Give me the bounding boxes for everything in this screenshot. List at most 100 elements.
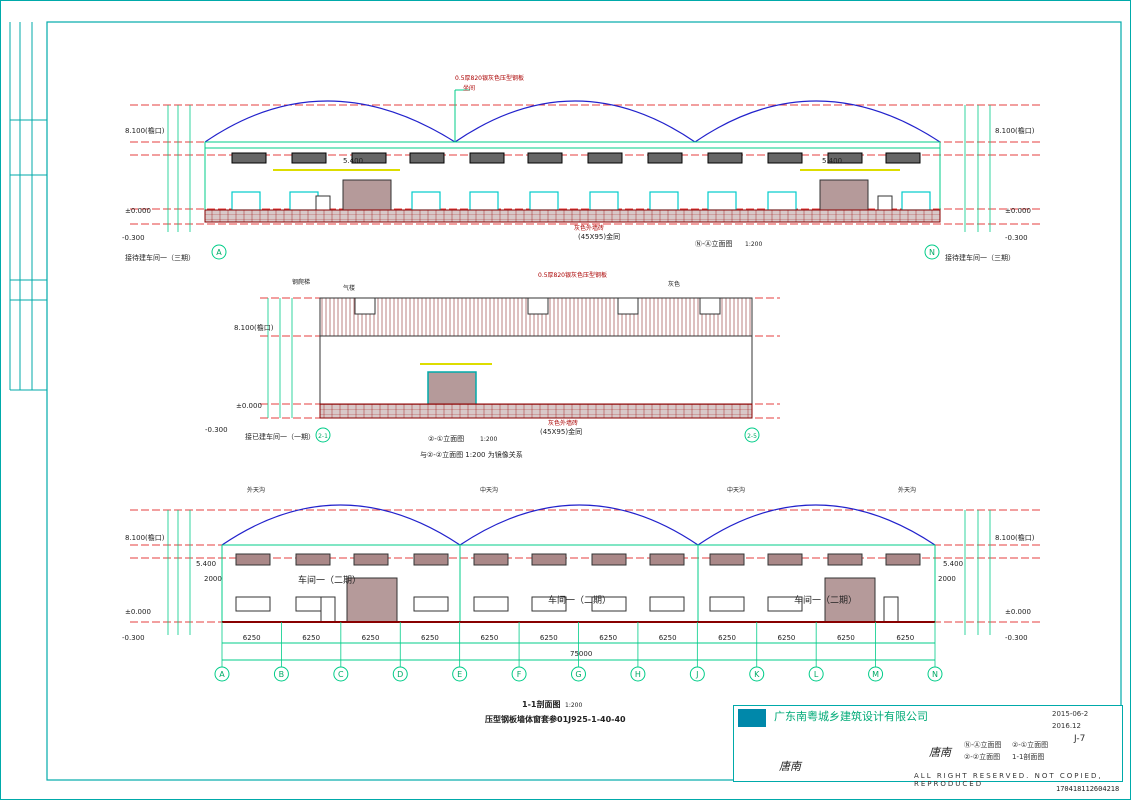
zero-level-mid: ±0.000	[236, 402, 262, 410]
clerestory-window	[231, 152, 267, 164]
section-scale: 1:200	[565, 702, 582, 709]
axis-bubble	[927, 666, 943, 682]
axis-label: B	[279, 670, 285, 679]
top-lower-windows	[231, 191, 931, 211]
axis-bubble	[630, 666, 646, 682]
zero-level-right-top: ±0.000	[1005, 207, 1031, 215]
clerestory-window	[827, 152, 863, 164]
axis-label: K	[754, 670, 760, 679]
left-note-mid: 接已建车间一（一期）	[245, 432, 315, 441]
wall-note-mid: 灰色外墙砖	[548, 419, 578, 427]
wall-note-top-2: (45X95)金同	[578, 232, 620, 241]
span-dimension: 6250	[778, 634, 796, 642]
clerestory-window	[409, 152, 445, 164]
clerestory-window	[707, 152, 743, 164]
span-dimension: 6250	[896, 634, 914, 642]
section-lower-window	[473, 596, 509, 612]
elevation-top: A N 0.5厚820银灰色压型钢板 坐间 8.100(檐口) 8.100(檐口…	[122, 74, 1040, 262]
company-logo-icon	[738, 709, 766, 727]
eave-level-left-sec: 8.100(檐口)	[125, 533, 165, 542]
axis-label: J	[695, 670, 698, 679]
axis-label: D	[397, 670, 403, 679]
span-dimension: 6250	[480, 634, 498, 642]
section-clerestory-window	[591, 553, 627, 566]
signature-2: 唐南	[779, 760, 801, 773]
content-2: ②-①立面图	[1012, 741, 1049, 749]
elev-mid-mirror-note: 与②-②立面图 1:200 为镜像关系	[420, 450, 523, 459]
axis-bubble	[689, 666, 705, 682]
date-2: 2016.12	[1052, 722, 1081, 730]
binding-strip	[9, 22, 48, 391]
axis-bubble	[749, 666, 765, 682]
elev-mid-title: ②-①立面图	[428, 434, 464, 443]
section-clerestory-window	[709, 553, 745, 566]
axis-label: F	[517, 670, 522, 679]
axis-label: G	[575, 670, 581, 679]
span-dimension: 6250	[302, 634, 320, 642]
clerestory-window	[351, 152, 387, 164]
axis-bubble	[214, 666, 230, 682]
gutter-center-1: 中天沟	[480, 486, 498, 494]
span-dimension: 6250	[718, 634, 736, 642]
lower-window	[707, 191, 737, 211]
roof-vents	[354, 297, 721, 315]
span-dimension: 6250	[837, 634, 855, 642]
section-lower-window	[709, 596, 745, 612]
axis-label: H	[635, 670, 641, 679]
brick-base-top	[204, 209, 941, 223]
date-1: 2015-06-2	[1052, 710, 1089, 718]
axis-bubble-n-top	[924, 244, 940, 260]
span-dimension: 6250	[599, 634, 617, 642]
span-dimension: 6250	[362, 634, 380, 642]
axis-bubble	[571, 666, 586, 682]
span-dimension: 6250	[421, 634, 439, 642]
axis-bubble	[452, 666, 468, 682]
section-clerestory-window	[235, 553, 271, 566]
section-note: 压型钢板墙体窗套参01J925-1-40-40	[485, 714, 626, 724]
clerestory-window	[647, 152, 683, 164]
elev-mid-scale: 1:200	[480, 436, 497, 443]
signature: 唐南	[929, 746, 951, 759]
axis-bubble	[511, 666, 527, 682]
axis-label: A	[219, 670, 225, 679]
mid-note-vent: 气楼	[343, 284, 355, 292]
axis-label: C	[338, 670, 344, 679]
left-note-top: 接待建车间一（三期）	[125, 253, 195, 262]
span-dimension: 6250	[243, 634, 261, 642]
roof-vent	[354, 297, 376, 315]
lower-window	[231, 191, 261, 211]
content-1: Ⓝ-Ⓐ立面图	[964, 741, 1002, 749]
section-side-door	[320, 596, 336, 623]
neg-level-right-sec: -0.300	[1005, 634, 1028, 642]
top-clerestory-windows	[231, 152, 921, 164]
mid-note-ladder: 钢爬梯	[292, 278, 310, 286]
content-4: 1-1剖面图	[1012, 753, 1045, 761]
section-title: 1-1剖面图	[522, 699, 560, 709]
zero-level-left-sec: ±0.000	[125, 608, 151, 616]
section-clerestory-window	[295, 553, 331, 566]
clerestory-window	[885, 152, 921, 164]
zero-level-left-top: ±0.000	[125, 207, 151, 215]
roof-note: 0.5厚820银灰色压型钢板	[455, 74, 524, 82]
wall-note-top: 灰色外墙砖	[574, 224, 604, 232]
roof-vent	[527, 297, 549, 315]
axis-bubble-a-top	[211, 244, 227, 260]
sec-dim-2000-right: 2000	[938, 575, 956, 583]
axis-bubble	[273, 666, 289, 682]
rights-text: ALL RIGHT RESERVED. NOT COPIED, REPRODUC…	[914, 772, 1103, 788]
neg-level-right-top: -0.300	[1005, 234, 1028, 242]
axis-bubble-2-5	[744, 427, 760, 443]
sec-level-5400-right: 5.400	[943, 560, 963, 568]
lower-window	[901, 191, 931, 211]
span-dimension: 6250	[659, 634, 677, 642]
lower-window	[469, 191, 499, 211]
clerestory-window	[587, 152, 623, 164]
lower-window	[649, 191, 679, 211]
content-3: ②-②立面图	[964, 753, 1001, 761]
workshop-label-2: 车间一（二期）	[548, 594, 611, 606]
workshop-label-3: 车间一（二期）	[794, 594, 857, 606]
neg-level-left-sec: -0.300	[122, 634, 145, 642]
drawing-number: J-7	[1074, 734, 1086, 744]
axis-label: N	[932, 670, 938, 679]
